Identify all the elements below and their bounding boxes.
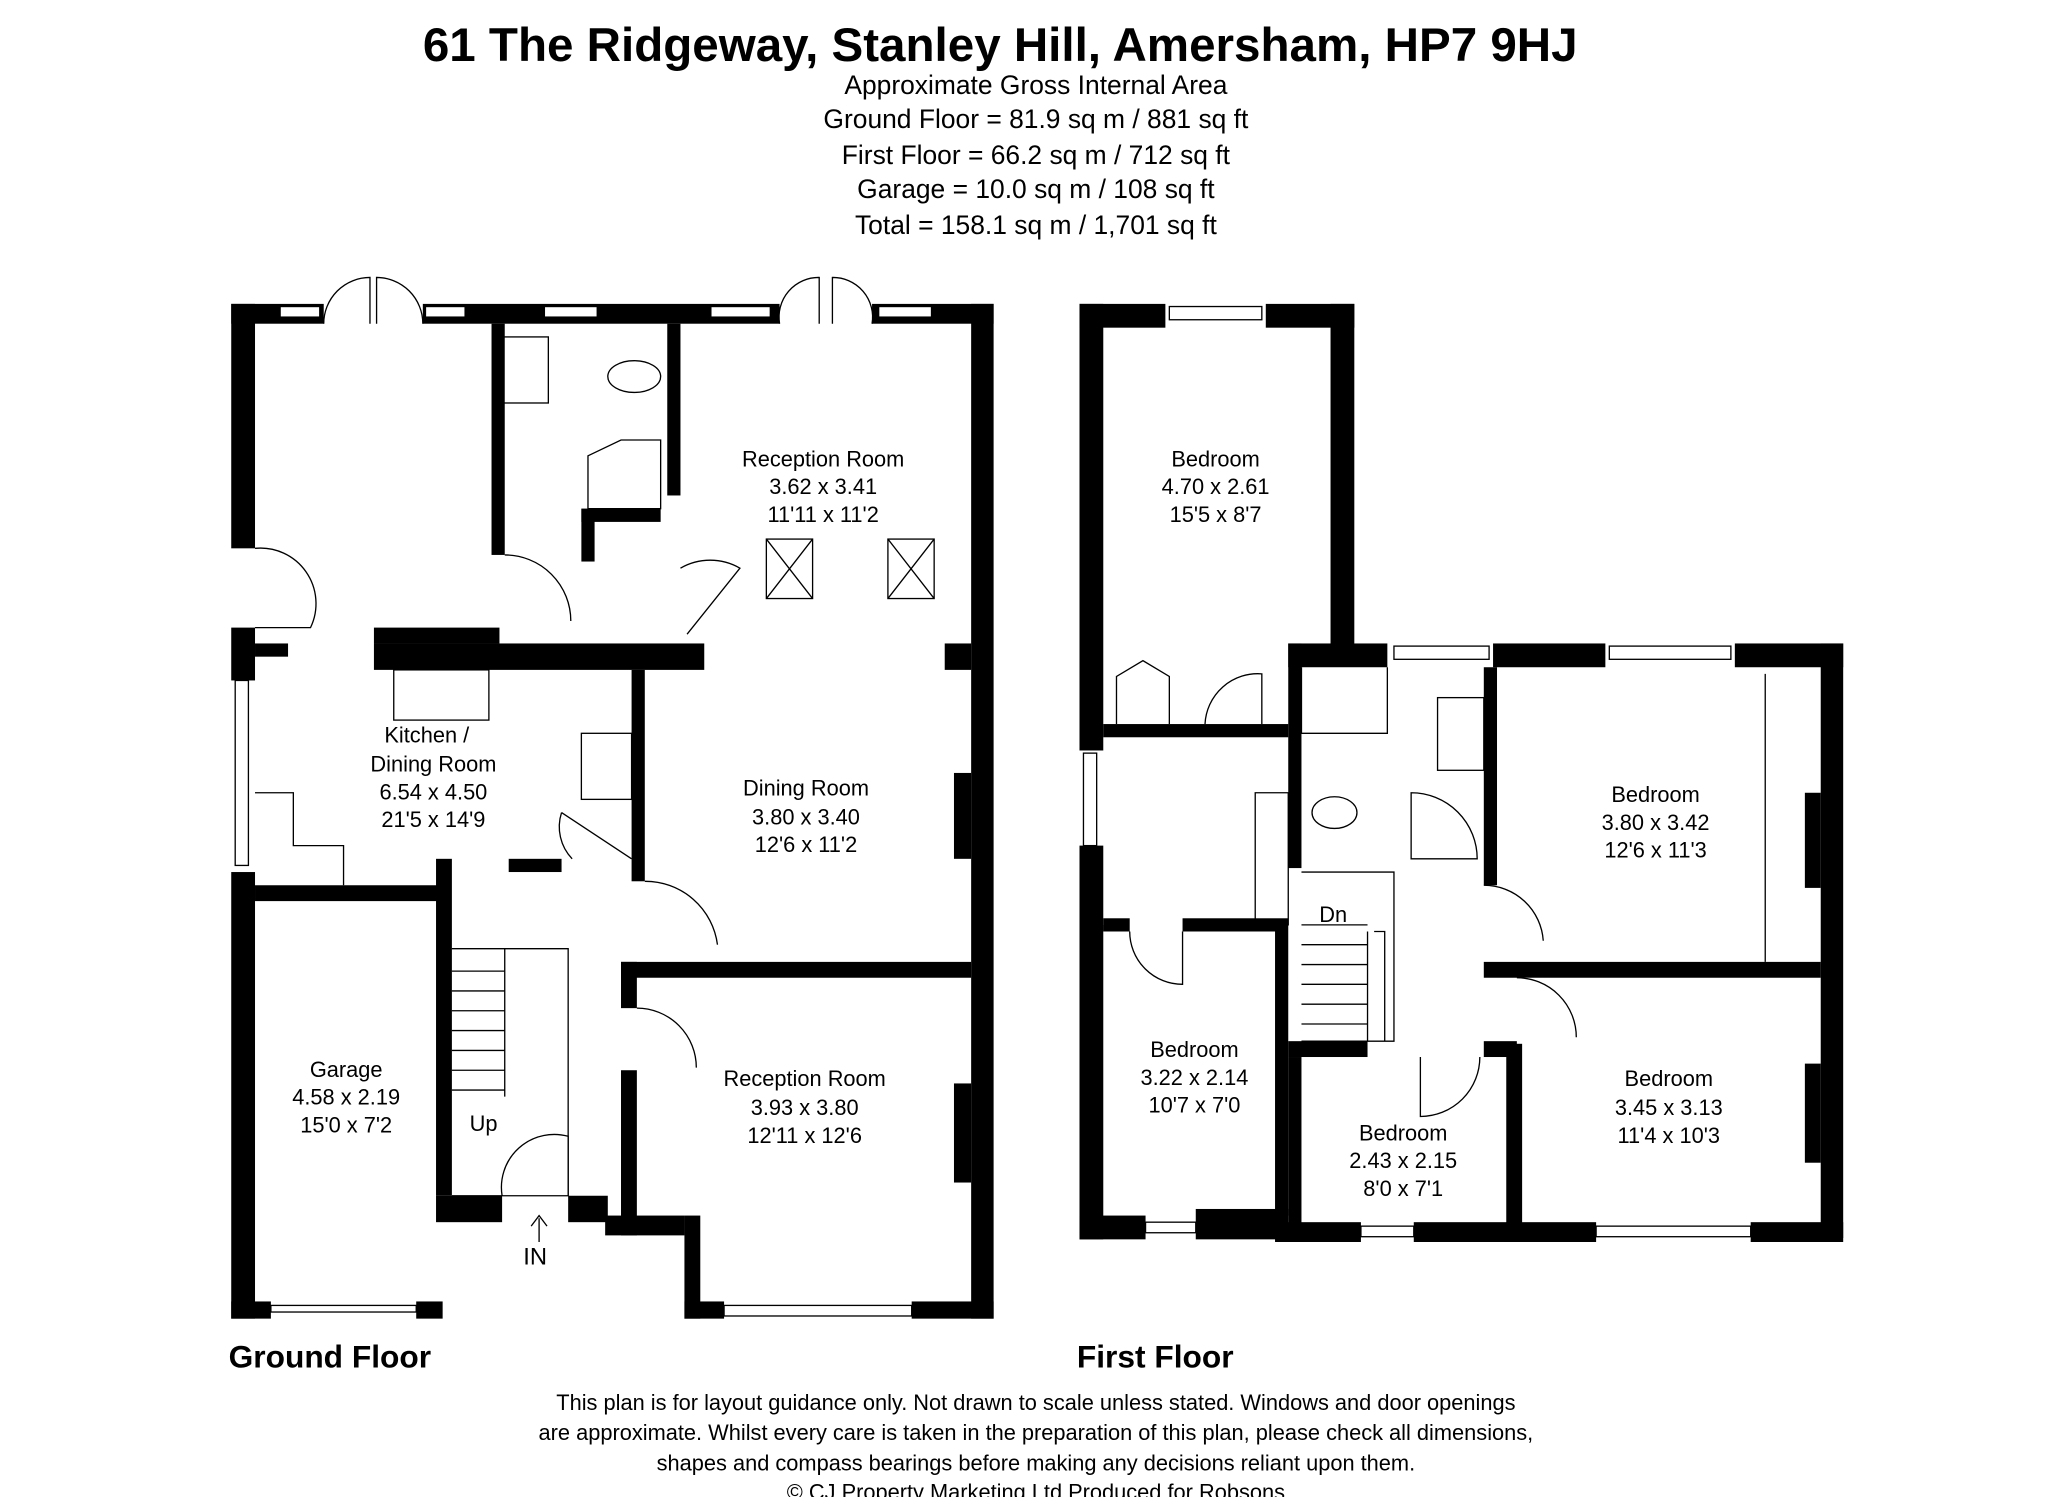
entrance-arrow-icon xyxy=(530,1214,548,1242)
svg-text:15'5 x 8'7: 15'5 x 8'7 xyxy=(1170,502,1262,527)
svg-text:3.22 x 2.14: 3.22 x 2.14 xyxy=(1141,1065,1249,1090)
svg-text:3.62 x 3.41: 3.62 x 3.41 xyxy=(769,474,877,499)
svg-text:11'4 x 10'3: 11'4 x 10'3 xyxy=(1618,1123,1720,1148)
svg-text:2.43 x 2.15: 2.43 x 2.15 xyxy=(1349,1148,1457,1173)
svg-text:11'11 x 11'2: 11'11 x 11'2 xyxy=(767,502,878,527)
room-garage: Garage 4.58 x 2.19 15'0 x 7'2 xyxy=(292,1057,400,1137)
room-bedroom-3: Bedroom 3.22 x 2.14 10'7 x 7'0 xyxy=(1141,1037,1249,1117)
ground-floor-walls xyxy=(231,276,994,1319)
svg-text:Dining Room: Dining Room xyxy=(743,775,869,800)
svg-text:12'6 x 11'3: 12'6 x 11'3 xyxy=(1604,838,1706,863)
disclaimer-line-3: shapes and compass bearings before makin… xyxy=(657,1451,1416,1476)
stairs-up-label: Up xyxy=(470,1111,498,1136)
svg-text:12'6 x 11'2: 12'6 x 11'2 xyxy=(755,832,857,857)
svg-text:3.80 x 3.40: 3.80 x 3.40 xyxy=(752,804,860,829)
first-floor-walls xyxy=(1079,303,1844,1242)
room-reception-1: Reception Room 3.62 x 3.41 11'11 x 11'2 xyxy=(742,446,904,526)
svg-text:Bedroom: Bedroom xyxy=(1150,1037,1238,1062)
disclaimer-line-2: are approximate. Whilst every care is ta… xyxy=(539,1420,1534,1445)
svg-text:12'11 x 12'6: 12'11 x 12'6 xyxy=(747,1123,862,1148)
svg-text:Bedroom: Bedroom xyxy=(1625,1066,1713,1091)
room-kitchen-dining: Kitchen / Dining Room 6.54 x 4.50 21'5 x… xyxy=(370,723,496,833)
svg-text:4.58 x 2.19: 4.58 x 2.19 xyxy=(292,1085,400,1110)
copyright: © CJ Property Marketing Ltd Produced for… xyxy=(787,1480,1285,1497)
svg-text:3.80 x 3.42: 3.80 x 3.42 xyxy=(1602,810,1710,835)
svg-text:4.70 x 2.61: 4.70 x 2.61 xyxy=(1162,474,1270,499)
stairs-down-label: Dn xyxy=(1319,902,1347,927)
area-heading: Approximate Gross Internal Area xyxy=(844,70,1227,100)
svg-text:15'0 x 7'2: 15'0 x 7'2 xyxy=(300,1112,392,1137)
room-bedroom-5: Bedroom 3.45 x 3.13 11'4 x 10'3 xyxy=(1615,1066,1723,1148)
svg-text:3.93 x 3.80: 3.93 x 3.80 xyxy=(751,1095,859,1120)
svg-text:Bedroom: Bedroom xyxy=(1359,1120,1447,1145)
area-ground-floor: Ground Floor = 81.9 sq m / 881 sq ft xyxy=(823,104,1249,134)
ground-floor-label: Ground Floor xyxy=(229,1339,432,1375)
svg-text:Reception Room: Reception Room xyxy=(723,1066,885,1091)
svg-text:Dining Room: Dining Room xyxy=(370,752,496,777)
first-floor-label: First Floor xyxy=(1077,1339,1234,1375)
entrance-label: IN xyxy=(523,1243,547,1270)
room-bedroom-1: Bedroom 4.70 x 2.61 15'5 x 8'7 xyxy=(1162,446,1270,526)
svg-text:21'5 x 14'9: 21'5 x 14'9 xyxy=(381,807,485,832)
svg-text:6.54 x 4.50: 6.54 x 4.50 xyxy=(379,779,487,804)
svg-text:Bedroom: Bedroom xyxy=(1611,782,1699,807)
area-first-floor: First Floor = 66.2 sq m / 712 sq ft xyxy=(842,140,1231,170)
svg-text:Reception Room: Reception Room xyxy=(742,446,904,471)
svg-text:10'7 x 7'0: 10'7 x 7'0 xyxy=(1148,1093,1240,1118)
svg-text:8'0 x 7'1: 8'0 x 7'1 xyxy=(1363,1176,1443,1201)
svg-text:Kitchen /: Kitchen / xyxy=(384,723,470,748)
room-dining: Dining Room 3.80 x 3.40 12'6 x 11'2 xyxy=(743,775,869,857)
room-reception-2: Reception Room 3.93 x 3.80 12'11 x 12'6 xyxy=(723,1066,885,1148)
room-bedroom-2: Bedroom 3.80 x 3.42 12'6 x 11'3 xyxy=(1602,782,1710,862)
area-total: Total = 158.1 sq m / 1,701 sq ft xyxy=(855,210,1217,240)
svg-text:Bedroom: Bedroom xyxy=(1171,446,1259,471)
svg-text:Garage: Garage xyxy=(310,1057,383,1082)
area-garage: Garage = 10.0 sq m / 108 sq ft xyxy=(857,174,1215,204)
svg-text:3.45 x 3.13: 3.45 x 3.13 xyxy=(1615,1095,1723,1120)
disclaimer-line-1: This plan is for layout guidance only. N… xyxy=(556,1390,1515,1415)
room-bedroom-4: Bedroom 2.43 x 2.15 8'0 x 7'1 xyxy=(1349,1120,1457,1200)
property-address: 61 The Ridgeway, Stanley Hill, Amersham,… xyxy=(423,19,1578,72)
